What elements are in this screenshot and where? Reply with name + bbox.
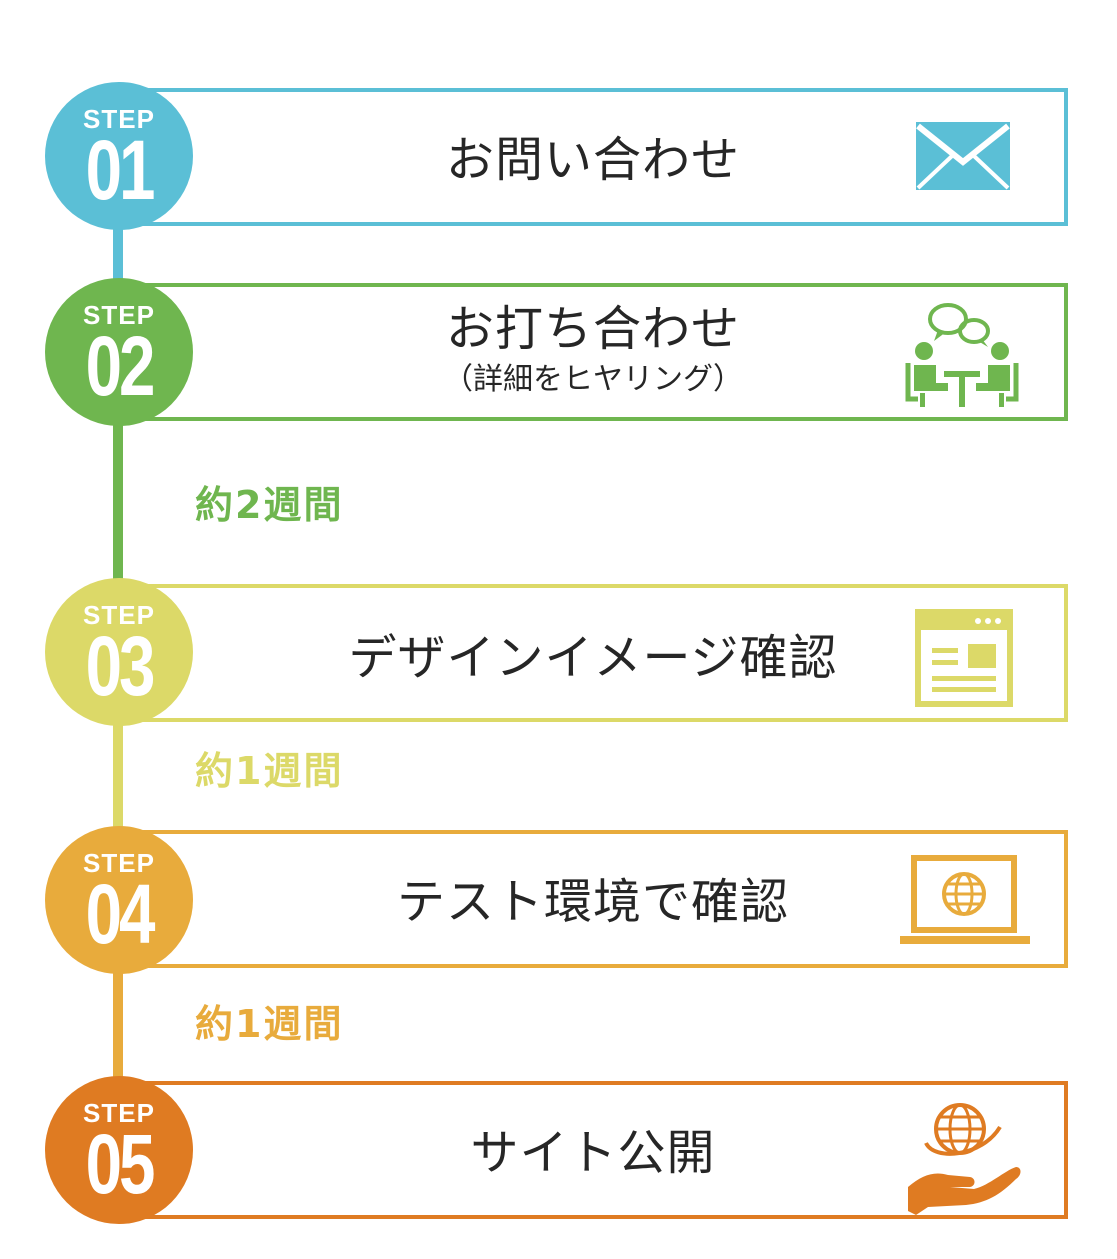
step-4-badge: STEP 04 (45, 826, 193, 974)
step-1-number: 01 (85, 123, 156, 217)
step-5-badge: STEP 05 (45, 1076, 193, 1224)
step-4-title: テスト環境で確認 (396, 874, 789, 930)
connector-line-3-4 (113, 695, 123, 855)
laptop-globe-icon (900, 854, 1030, 958)
connector-line-1-2 (113, 200, 123, 300)
step-2-badge: STEP 02 (45, 278, 193, 426)
duration-3: 約1週間 (195, 1002, 344, 1046)
step-1-box: お問い合わせ (118, 88, 1068, 226)
step-5-box: サイト公開 (118, 1081, 1068, 1219)
step-2-subtitle: （詳細をヒヤリング） (443, 362, 743, 397)
duration-2: 約1週間 (195, 749, 344, 793)
step-5-label: STEP (83, 1098, 155, 1128)
envelope-icon (914, 118, 1014, 198)
step-2-number: 02 (85, 319, 156, 413)
step-5-title: サイト公開 (470, 1125, 716, 1181)
hand-globe-icon (904, 1091, 1024, 1219)
step-1-title: お問い合わせ (445, 132, 740, 188)
step-1-badge: STEP 01 (45, 82, 193, 230)
step-2-box: お打ち合わせ （詳細をヒヤリング） (118, 283, 1068, 421)
step-5-number: 05 (85, 1117, 156, 1211)
webpage-layout-icon (914, 608, 1014, 712)
step-3-badge: STEP 03 (45, 578, 193, 726)
step-2-title: お打ち合わせ (445, 301, 740, 357)
step-2-label: STEP (83, 300, 155, 330)
connector-line-4-5 (113, 945, 123, 1105)
duration-1: 約2週間 (195, 483, 344, 527)
step-3-title: デザインイメージ確認 (348, 630, 838, 686)
step-3-label: STEP (83, 600, 155, 630)
step-1-label: STEP (83, 104, 155, 134)
step-3-number: 03 (85, 619, 156, 713)
step-4-box: テスト環境で確認 (118, 830, 1068, 968)
meeting-icon (904, 297, 1024, 413)
step-4-label: STEP (83, 848, 155, 878)
step-3-box: デザインイメージ確認 (118, 584, 1068, 722)
connector-line-2-3 (113, 395, 123, 605)
step-4-number: 04 (85, 867, 156, 961)
